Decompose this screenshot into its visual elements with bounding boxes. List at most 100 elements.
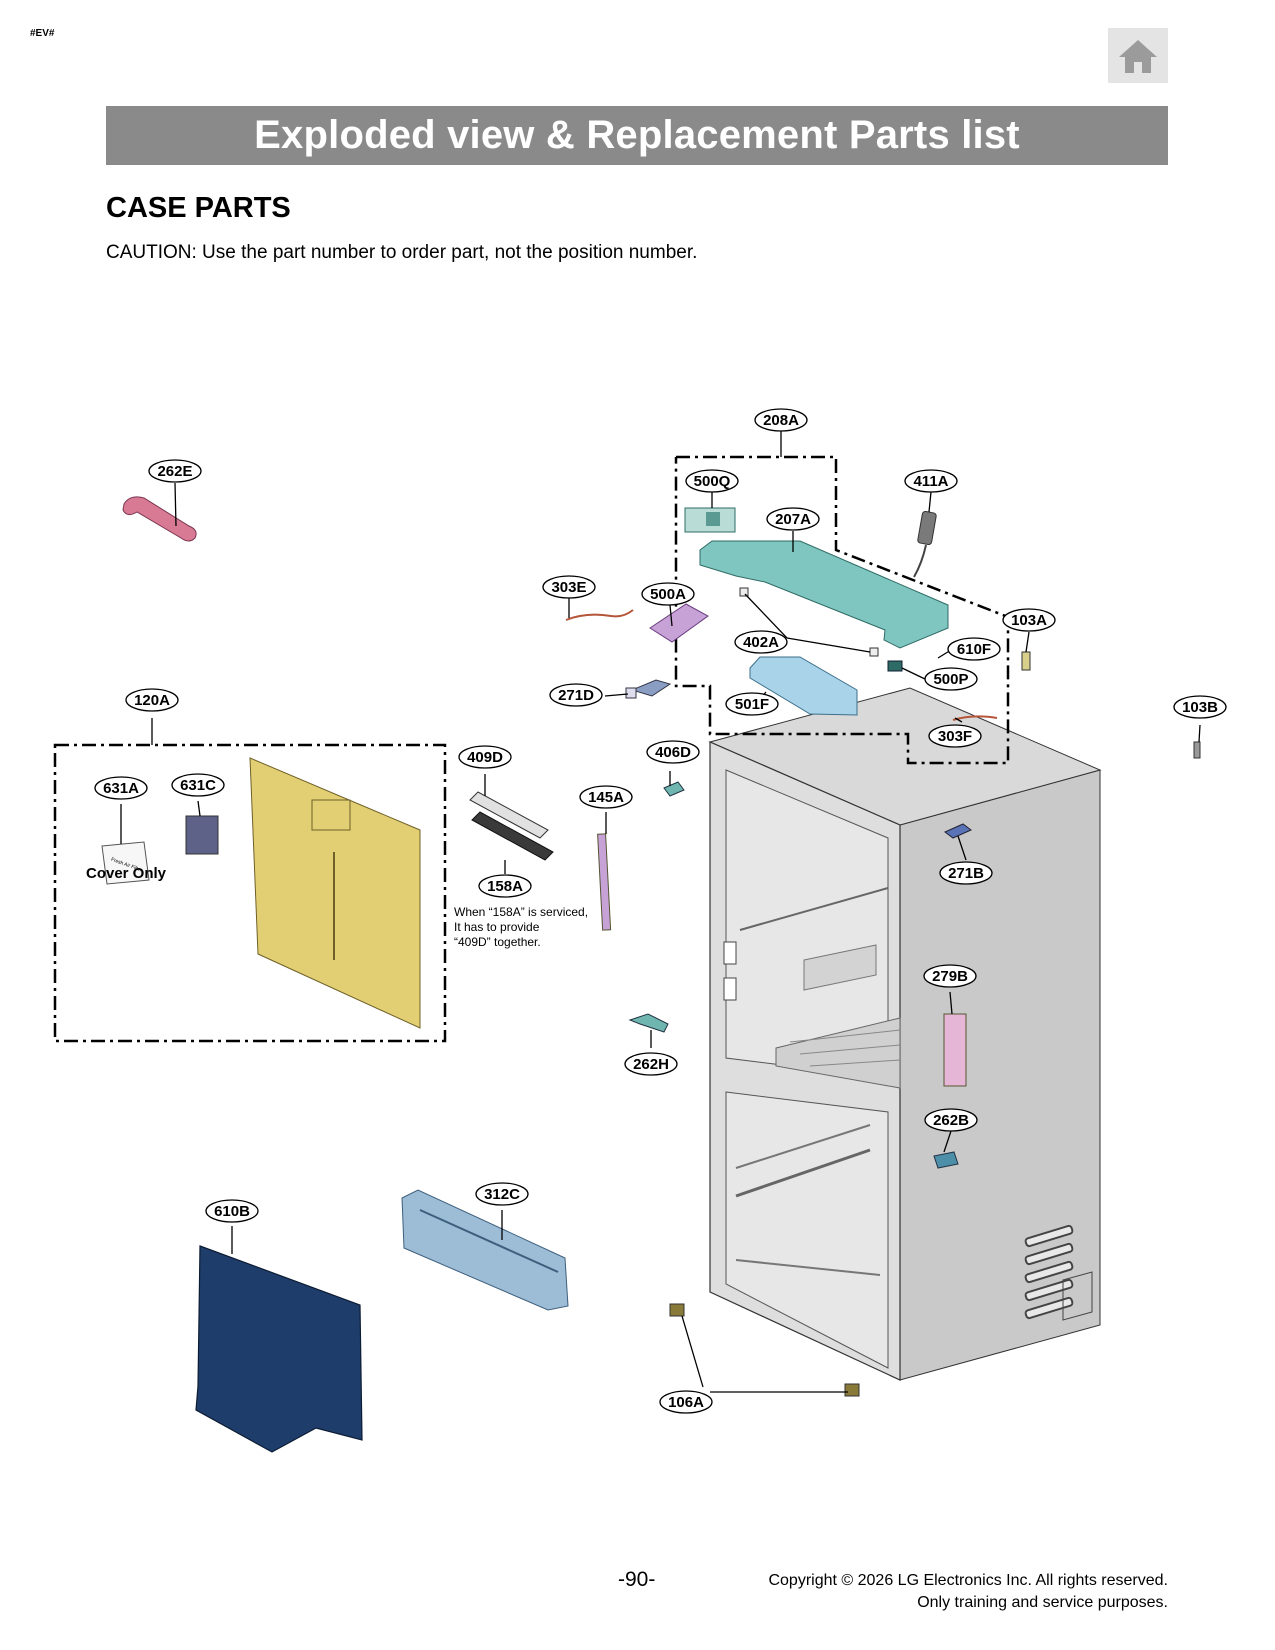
switch-271B bbox=[944, 823, 972, 839]
svg-text:106A: 106A bbox=[668, 1394, 704, 1411]
svg-text:312C: 312C bbox=[484, 1186, 520, 1203]
sensor-402A bbox=[739, 587, 749, 597]
callout-303E: 303E bbox=[542, 575, 596, 599]
callout-145A: 145A bbox=[579, 785, 633, 809]
svg-text:411A: 411A bbox=[913, 473, 948, 490]
svg-text:262H: 262H bbox=[633, 1056, 669, 1073]
page-number: -90- bbox=[618, 1568, 656, 1591]
callout-262B: 262B bbox=[924, 1108, 978, 1132]
svg-text:303F: 303F bbox=[938, 728, 972, 745]
callout-500A: 500A bbox=[641, 582, 695, 606]
svg-text:303E: 303E bbox=[551, 579, 586, 596]
callout-610F: 610F bbox=[947, 637, 1001, 661]
filter-cover-631A bbox=[101, 841, 150, 885]
svg-text:120A: 120A bbox=[134, 692, 170, 709]
svg-text:610B: 610B bbox=[214, 1203, 250, 1220]
callout-120A: 120A bbox=[125, 688, 179, 712]
svg-text:409D: 409D bbox=[467, 749, 503, 766]
svg-text:610F: 610F bbox=[957, 641, 991, 658]
svg-text:207A: 207A bbox=[775, 511, 811, 528]
callout-411A: 411A bbox=[904, 469, 958, 493]
leveling-foot-106A-left bbox=[669, 1303, 685, 1317]
refrigerator-cabinet bbox=[708, 687, 1102, 1381]
copyright-notice: Copyright © 2026 LG Electronics Inc. All… bbox=[768, 1570, 1168, 1614]
svg-text:262B: 262B bbox=[933, 1112, 969, 1129]
rail-158A bbox=[471, 811, 554, 861]
svg-text:406D: 406D bbox=[655, 744, 691, 761]
group-box-120A bbox=[53, 743, 447, 1043]
svg-text:500A: 500A bbox=[650, 586, 686, 603]
callout-610B: 610B bbox=[205, 1199, 259, 1223]
callout-262H: 262H bbox=[624, 1052, 678, 1076]
leader-lines bbox=[120, 431, 1201, 1393]
svg-text:271B: 271B bbox=[948, 865, 984, 882]
svg-text:It has to provide: It has to provide bbox=[454, 920, 540, 934]
page-banner-title: Exploded view & Replacement Parts list bbox=[106, 106, 1168, 165]
bracket-207A bbox=[699, 540, 949, 649]
callout-271B: 271B bbox=[939, 861, 993, 885]
power-cord-411A bbox=[913, 511, 937, 578]
callout-208A: 208A bbox=[754, 408, 808, 432]
caution-note: CAUTION: Use the part number to order pa… bbox=[106, 242, 698, 263]
svg-text:500Q: 500Q bbox=[694, 473, 731, 490]
duct-312C bbox=[401, 1189, 569, 1311]
rail-409D bbox=[469, 791, 549, 839]
svg-text:279B: 279B bbox=[932, 968, 968, 985]
leveling-foot-106A-right bbox=[844, 1383, 860, 1397]
strip-145A bbox=[597, 833, 612, 931]
callout-279B: 279B bbox=[923, 964, 977, 988]
svg-text:145A: 145A bbox=[588, 789, 624, 806]
svg-text:158A: 158A bbox=[487, 878, 523, 895]
callout-406D: 406D bbox=[646, 740, 700, 764]
bracket-406D bbox=[663, 781, 685, 797]
callout-312C: 312C bbox=[475, 1182, 529, 1206]
cover-501F bbox=[749, 656, 858, 716]
callout-500P: 500P bbox=[924, 667, 978, 691]
hinge-262H bbox=[628, 1013, 669, 1033]
cover-only-label: Cover Only bbox=[86, 865, 167, 882]
wrench-262E bbox=[122, 496, 197, 542]
callout-103B: 103B bbox=[1173, 695, 1227, 719]
callout-501F: 501F bbox=[725, 692, 779, 716]
callout-303F: 303F bbox=[928, 724, 982, 748]
switch-271D bbox=[625, 679, 672, 699]
document-tag: #EV# bbox=[30, 28, 55, 39]
callouts: 208A 500Q 411A 207A 262E 303E 500A 103A … bbox=[94, 408, 1227, 1414]
svg-text:631C: 631C bbox=[180, 777, 216, 794]
callout-207A: 207A bbox=[766, 507, 820, 531]
callout-402A: 402A bbox=[734, 630, 788, 654]
harness-303E bbox=[565, 609, 634, 621]
callout-103A: 103A bbox=[1002, 608, 1056, 632]
filter-631C bbox=[185, 815, 219, 855]
pcb-500A bbox=[649, 603, 709, 643]
module-500P bbox=[887, 660, 903, 672]
svg-text:208A: 208A bbox=[763, 412, 799, 429]
svg-text:501F: 501F bbox=[735, 696, 769, 713]
svg-text:103A: 103A bbox=[1011, 612, 1047, 629]
hinge-262B bbox=[933, 1151, 959, 1169]
group-box-208A bbox=[674, 455, 1010, 765]
svg-text:“409D” together.: “409D” together. bbox=[454, 935, 541, 949]
svg-text:103B: 103B bbox=[1182, 699, 1218, 716]
svg-text:500P: 500P bbox=[933, 671, 968, 688]
home-button[interactable] bbox=[1108, 28, 1168, 83]
callout-631C: 631C bbox=[171, 773, 225, 797]
svg-text:402A: 402A bbox=[743, 634, 779, 651]
home-icon bbox=[1119, 39, 1157, 73]
panel-610B bbox=[195, 1245, 363, 1453]
copyright-line-1: Copyright © 2026 LG Electronics Inc. All… bbox=[768, 1572, 1168, 1589]
note-158A: When “158A” is serviced, It has to provi… bbox=[454, 905, 588, 949]
svg-text:When “158A” is serviced,: When “158A” is serviced, bbox=[454, 905, 588, 919]
callout-158A: 158A bbox=[478, 874, 532, 898]
callout-409D: 409D bbox=[458, 745, 512, 769]
callout-106A: 106A bbox=[659, 1390, 713, 1414]
callout-500Q: 500Q bbox=[685, 469, 739, 493]
callout-271D: 271D bbox=[549, 683, 603, 707]
svg-text:271D: 271D bbox=[558, 687, 594, 704]
clip-103B bbox=[1193, 741, 1201, 759]
svg-text:262E: 262E bbox=[157, 463, 192, 480]
copyright-line-2: Only training and service purposes. bbox=[917, 1594, 1168, 1611]
strip-279B bbox=[943, 1013, 967, 1087]
clip-103A bbox=[1021, 651, 1031, 671]
